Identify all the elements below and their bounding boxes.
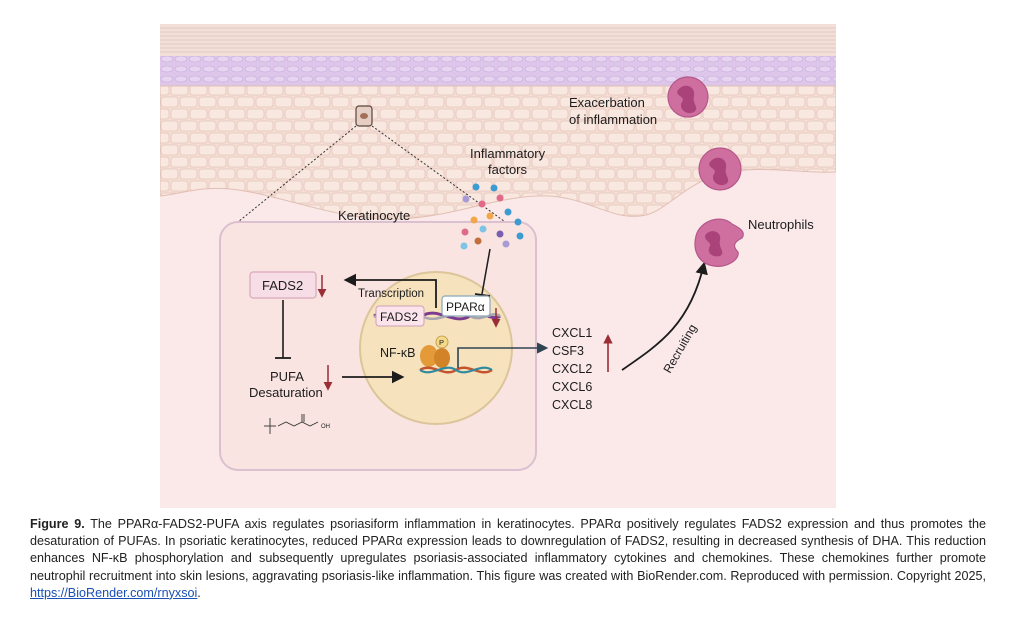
chemokine-item: CSF3 [552, 344, 584, 358]
inflammatory-factors-label-2: factors [488, 162, 528, 177]
transcription-label: Transcription [358, 288, 424, 300]
nfkb-label: NF-κB [380, 346, 415, 360]
chemical-structure-icon [264, 414, 319, 434]
zoomed-cell-nucleus [360, 113, 368, 119]
neutrophil-cell [667, 76, 709, 118]
neutrophil-cell [694, 218, 744, 267]
caption-text: The PPARα-FADS2-PUFA axis regulates psor… [30, 517, 986, 583]
ppara-box [441, 295, 491, 317]
stratum-corneum [160, 24, 836, 56]
zoom-line-left [237, 125, 357, 223]
figure-illustration: Keratinocyte Inflammatory factors FADS2 … [160, 24, 836, 508]
biorender-link[interactable]: https://BioRender.com/rnyxsoi [30, 585, 198, 600]
inflammatory-factor-dots [460, 183, 524, 250]
inflammatory-factors-label-1: Inflammatory [470, 146, 546, 161]
exacerbation-label-2: of inflammation [569, 112, 657, 127]
ppara-label: PPARα [446, 300, 485, 314]
granular-layer [160, 56, 836, 86]
chemokine-item: CXCL6 [552, 380, 592, 394]
chemokine-list: CXCL1 CSF3 CXCL2 CXCL6 CXCL8 [552, 326, 592, 412]
oh-label: OH [321, 424, 330, 430]
fads2-gene-box [375, 305, 425, 327]
fads2-protein-box [249, 271, 317, 299]
chemokine-item: CXCL8 [552, 398, 592, 412]
zoom-line-right [371, 125, 516, 230]
nfkb-to-chemokines-arrow [457, 342, 549, 368]
neutrophils-label: Neutrophils [748, 217, 814, 232]
nfkb-protein [420, 335, 450, 368]
figure-caption: Figure 9. The PPARα-FADS2-PUFA axis regu… [30, 516, 986, 602]
neutrophil-cell [698, 147, 742, 191]
recruiting-arrow [621, 261, 708, 371]
caption-end: . [197, 585, 201, 600]
nfkb-dna-helix [419, 366, 493, 374]
exacerbation-label-1: Exacerbation [569, 95, 645, 110]
keratinocyte-label: Keratinocyte [338, 208, 410, 223]
desaturation-label: Desaturation [249, 385, 323, 400]
pufa-label: PUFA [270, 369, 304, 384]
transcription-arrow [343, 273, 437, 308]
fads2-gene-label: FADS2 [380, 310, 418, 324]
phospho-label: P [439, 338, 444, 347]
fads2-protein-label: FADS2 [262, 278, 303, 293]
figure-number: Figure 9. [30, 517, 85, 531]
chemokine-item: CXCL1 [552, 326, 592, 340]
chemokine-item: CXCL2 [552, 362, 592, 376]
factors-inhibit-ppara-line [481, 248, 491, 295]
